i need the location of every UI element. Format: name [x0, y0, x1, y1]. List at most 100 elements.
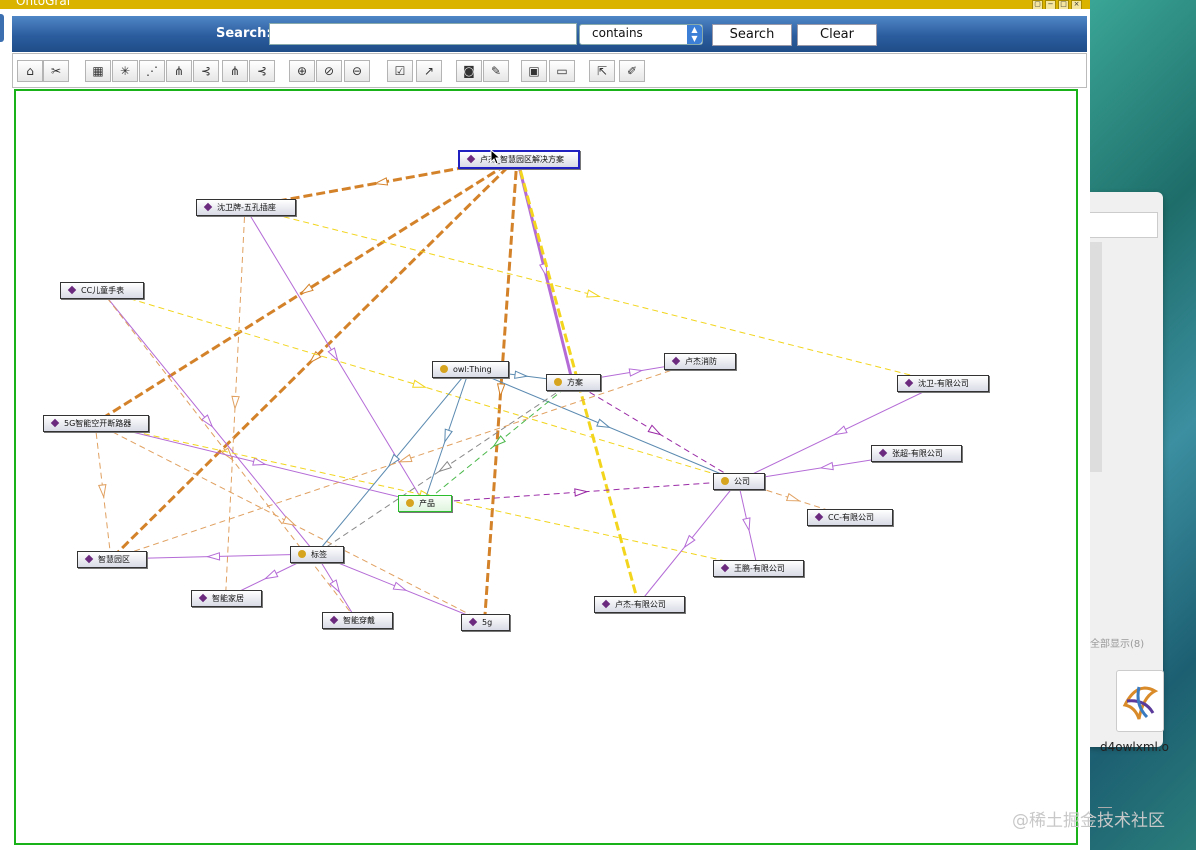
graph-node-n11[interactable]: CC-有限公司 [807, 509, 893, 526]
updown-arrows-icon: ▲▼ [687, 25, 702, 44]
edge-arrowhead [299, 283, 314, 295]
edge-arrowhead [492, 435, 506, 448]
grid-layout-icon[interactable]: ▦ [85, 60, 111, 82]
search-mode-select[interactable]: contains ▲▼ [579, 24, 703, 45]
close-icon[interactable]: × [1071, 0, 1082, 9]
edge-arrowhead [412, 379, 427, 388]
individual-diamond-icon [878, 448, 888, 458]
edge-n4-n13[interactable] [94, 422, 112, 560]
maximize-icon[interactable]: □ [1058, 0, 1069, 9]
individual-diamond-icon [468, 617, 478, 627]
graph-node-n17[interactable]: 智能穿戴 [322, 612, 393, 629]
left-edge-tab [0, 14, 4, 42]
graph-node-label: 智慧园区 [98, 555, 130, 564]
graph-node-n9[interactable]: 张超-有限公司 [871, 445, 962, 462]
toolbar: ⌂✂▦✳⋰⋔⊰⋔⊰⊕⊘⊖☑↗◙✎▣▭⇱✐ [12, 53, 1087, 88]
individual-diamond-icon [671, 356, 681, 366]
title-bar: OntoGraf ▢ − □ × [0, 0, 1090, 9]
spring-layout-icon[interactable]: ✳ [112, 60, 138, 82]
graph-node-n8[interactable]: 沈卫-有限公司 [897, 375, 989, 392]
notes-icon[interactable]: ✐ [619, 60, 645, 82]
graph-node-n18[interactable]: 5g [461, 614, 510, 631]
graph-node-label: 方案 [567, 378, 583, 387]
edge-arrowhead [586, 289, 602, 298]
graph-node-n19[interactable]: 卢杰-有限公司 [594, 596, 685, 613]
edge-n4-n18[interactable] [94, 422, 485, 623]
graph-node-n7[interactable]: 卢杰消防 [664, 353, 736, 370]
edge-n1-n13[interactable] [109, 156, 519, 561]
graph-node-n1[interactable]: 卢杰_智慧园区解决方案 [458, 150, 580, 169]
edit-icon[interactable]: ✎ [483, 60, 509, 82]
filter-arcs-icon[interactable]: ↗ [416, 60, 442, 82]
edge-arrowhead [282, 515, 297, 527]
graph-node-label: 卢杰-有限公司 [615, 600, 666, 609]
clear-button[interactable]: Clear [797, 24, 877, 46]
graph-node-n6[interactable]: 方案 [546, 374, 601, 391]
edge-n12-n10[interactable] [423, 480, 739, 504]
individual-diamond-icon [84, 554, 94, 564]
edge-arrowhead [387, 453, 401, 468]
scissors-icon[interactable]: ✂ [43, 60, 69, 82]
graph-node-label: CC-有限公司 [828, 513, 875, 522]
owl-file-name[interactable]: d4owlxml.o [1100, 740, 1170, 754]
search-bar: Search: contains ▲▼ Search Clear [12, 16, 1087, 52]
graph-node-label: 智能家居 [212, 594, 244, 603]
diagonal-layout-icon[interactable]: ⋰ [139, 60, 165, 82]
edge-arrowhead [444, 428, 453, 444]
zoom-out-icon[interactable]: ⊖ [344, 60, 370, 82]
minimize-icon[interactable]: − [1045, 0, 1056, 9]
graph-node-n5[interactable]: owl:Thing [432, 361, 509, 378]
individual-diamond-icon [466, 154, 476, 164]
individual-diamond-icon [904, 378, 914, 388]
search-input[interactable] [269, 23, 577, 45]
zoom-reset-icon[interactable]: ⊘ [316, 60, 342, 82]
edge-n6-n10[interactable] [572, 381, 739, 482]
graph-node-label: 沈卫牌-五孔插座 [217, 203, 276, 212]
graph-node-label: 张超-有限公司 [892, 449, 943, 458]
search-button[interactable]: Search [712, 24, 792, 46]
tree-layout-icon[interactable]: ⋔ [166, 60, 192, 82]
export-icon[interactable]: ⇱ [589, 60, 615, 82]
title-buttons: ▢ − □ × [1032, 0, 1082, 9]
filter-nodes-icon[interactable]: ☑ [387, 60, 413, 82]
background-window-hint: 全部显示(8) [1090, 639, 1145, 650]
zoom-in-icon[interactable]: ⊕ [289, 60, 315, 82]
edge-n1-n19[interactable] [515, 157, 640, 605]
edge-arrowhead [201, 414, 214, 429]
graph-node-n3[interactable]: CC儿童手表 [60, 282, 144, 299]
home-icon[interactable]: ⌂ [17, 60, 43, 82]
camera-icon[interactable]: ◙ [456, 60, 482, 82]
edge-arrowhead [392, 581, 408, 591]
graph-canvas[interactable]: 卢杰_智慧园区解决方案沈卫牌-五孔插座 CC儿童手表 5G智能空开断路器 owl:Th… [14, 89, 1078, 845]
edge-arrowhead [496, 383, 506, 398]
graph-node-n16[interactable]: 智能家居 [191, 590, 262, 607]
mouse-cursor-icon [490, 149, 502, 165]
graph-node-n14[interactable]: 标签 [290, 546, 344, 563]
edge-n4-n15[interactable] [94, 422, 758, 569]
divider [1098, 807, 1112, 808]
vertical-tree-icon[interactable]: ⋔ [222, 60, 248, 82]
graph-edges [94, 156, 943, 623]
graph-node-n4[interactable]: 5G智能空开断路器 [43, 415, 149, 432]
edge-arrowhead [327, 347, 339, 362]
save-icon[interactable]: ▣ [521, 60, 547, 82]
radial-tree-icon[interactable]: ⊰ [249, 60, 275, 82]
graph-node-n13[interactable]: 智慧园区 [77, 551, 147, 568]
graph-node-label: 产品 [419, 499, 435, 508]
restore-icon[interactable]: ▢ [1032, 0, 1043, 9]
edge-arrowhead [373, 177, 389, 186]
ontograf-window: OntoGraf ▢ − □ × Search: contains ▲▼ Sea… [0, 0, 1165, 850]
open-folder-icon[interactable]: ▭ [549, 60, 575, 82]
graph-node-n15[interactable]: 王鹏-有限公司 [713, 560, 804, 577]
class-dot-icon [721, 477, 729, 485]
graph-node-n10[interactable]: 公司 [713, 473, 765, 490]
horizontal-tree-icon[interactable]: ⊰ [193, 60, 219, 82]
owl-file-icon[interactable] [1116, 670, 1164, 732]
graph-node-n2[interactable]: 沈卫牌-五孔插座 [196, 199, 296, 216]
window-title: OntoGraf [16, 0, 71, 8]
graph-node-n12[interactable]: 产品 [398, 495, 452, 512]
edge-arrowhead [574, 488, 589, 497]
edge-arrowhead [205, 552, 221, 561]
graph-node-label: 标签 [311, 550, 327, 559]
background-window-field [1088, 212, 1158, 238]
